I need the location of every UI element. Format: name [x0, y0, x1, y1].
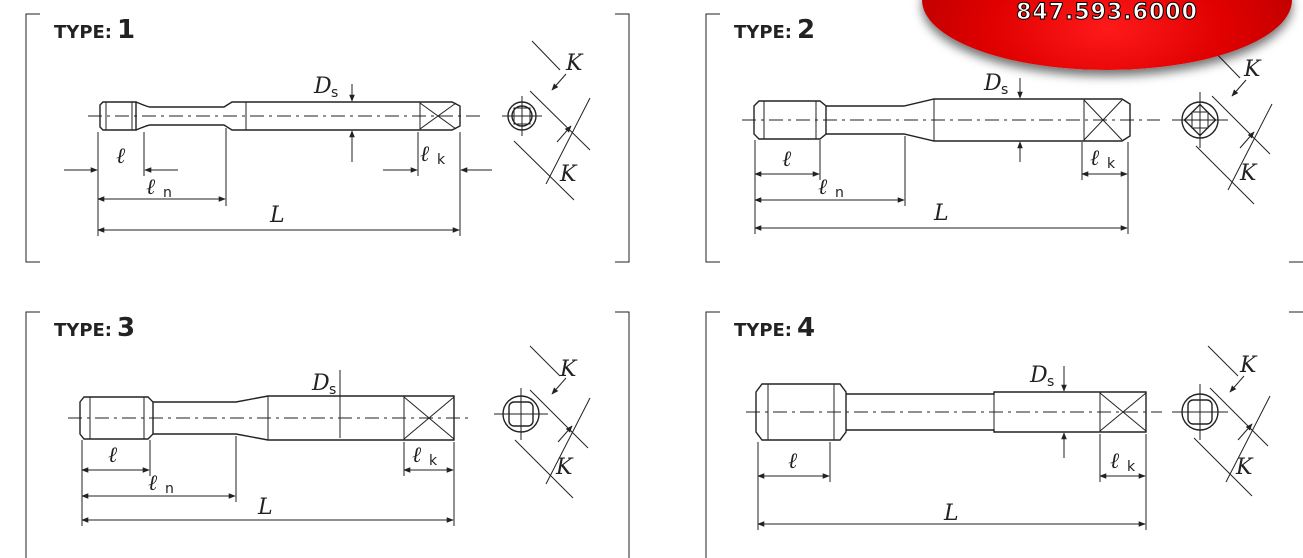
l-label: ℓ: [788, 449, 798, 474]
k-label-top: K: [559, 357, 578, 382]
ln-label: ℓ: [146, 175, 156, 200]
lk-label: ℓ: [1090, 146, 1100, 171]
thread-section: [755, 383, 847, 441]
lk-subscript: k: [429, 453, 438, 469]
lk-label: ℓ: [420, 142, 430, 167]
ln-label: ℓ: [818, 175, 828, 200]
type-number: 2: [797, 15, 815, 45]
l-label: ℓ: [108, 443, 118, 468]
square-drive: [1099, 392, 1147, 432]
tap-drawing: [68, 395, 472, 441]
L-label: L: [269, 203, 285, 228]
end-view: K K: [1172, 345, 1271, 497]
L-label: L: [257, 495, 273, 520]
tap-drawing: [746, 383, 1162, 441]
frame-bracket-left: [25, 13, 40, 263]
type-number: 3: [117, 313, 135, 343]
L-label: L: [933, 201, 949, 226]
frame-bracket-right: [615, 13, 630, 263]
type-number: 4: [797, 313, 815, 343]
frame-bracket-left: [705, 13, 720, 263]
type-number: 1: [117, 15, 135, 45]
panel-type-2: TYPE: 2 D s ℓ ℓ n ℓ k L: [705, 13, 1303, 263]
ln-label: ℓ: [148, 471, 158, 496]
shank: [153, 395, 455, 441]
shank: [826, 98, 1131, 142]
lk-subscript: k: [1107, 156, 1116, 172]
k-label-bottom: K: [1235, 455, 1254, 480]
ds-subscript: s: [1001, 82, 1008, 98]
square-drive: [403, 396, 455, 440]
type-label: TYPE:: [54, 320, 112, 341]
end-view: K K: [494, 345, 591, 499]
type-label: TYPE:: [54, 22, 112, 43]
k-label-top: K: [1239, 353, 1258, 378]
ln-subscript: n: [163, 185, 172, 201]
k-label-bottom: K: [559, 162, 578, 187]
lk-label: ℓ: [1110, 449, 1120, 474]
shank: [135, 101, 461, 131]
end-view: K K: [1172, 46, 1273, 205]
k-label-top: K: [565, 51, 584, 76]
L-label: L: [943, 501, 959, 526]
k-label-bottom: K: [1239, 161, 1258, 186]
frame-bracket-left: [705, 311, 720, 558]
lk-subscript: k: [1127, 459, 1136, 475]
type-label: TYPE:: [734, 22, 792, 43]
panel-type-3: TYPE: 3 D s ℓ ℓ n ℓ k L: [25, 311, 630, 558]
end-view: K K: [502, 40, 591, 201]
ds-subscript: s: [1047, 374, 1054, 390]
type-label: TYPE:: [734, 320, 792, 341]
ds-subscript: s: [329, 382, 336, 398]
ds-label: D: [313, 74, 332, 99]
ln-subscript: n: [835, 185, 844, 201]
tap-drawing: [742, 98, 1160, 142]
l-label: ℓ: [782, 147, 792, 172]
square-drive: [1083, 99, 1123, 141]
lk-label: ℓ: [412, 443, 422, 468]
square-drive: [419, 102, 457, 130]
panel-type-4: TYPE: 4 D s ℓ ℓ k L: [705, 311, 1303, 558]
frame-bracket-right: [615, 311, 630, 558]
ds-label: D: [983, 71, 1002, 96]
phone-number: 847.593.6000: [1016, 0, 1198, 26]
l-label: ℓ: [116, 144, 126, 169]
tap-drawing: [88, 101, 485, 131]
k-label-top: K: [1243, 57, 1262, 82]
frame-bracket-left: [25, 311, 40, 558]
k-label-bottom: K: [555, 455, 574, 480]
lk-subscript: k: [437, 152, 446, 168]
panel-type-1: TYPE: 1 D s ℓ ℓ n ℓ k: [25, 13, 630, 263]
ds-label: D: [311, 371, 330, 396]
ln-subscript: n: [165, 481, 174, 497]
ds-subscript: s: [331, 85, 338, 101]
ds-label: D: [1029, 363, 1048, 388]
